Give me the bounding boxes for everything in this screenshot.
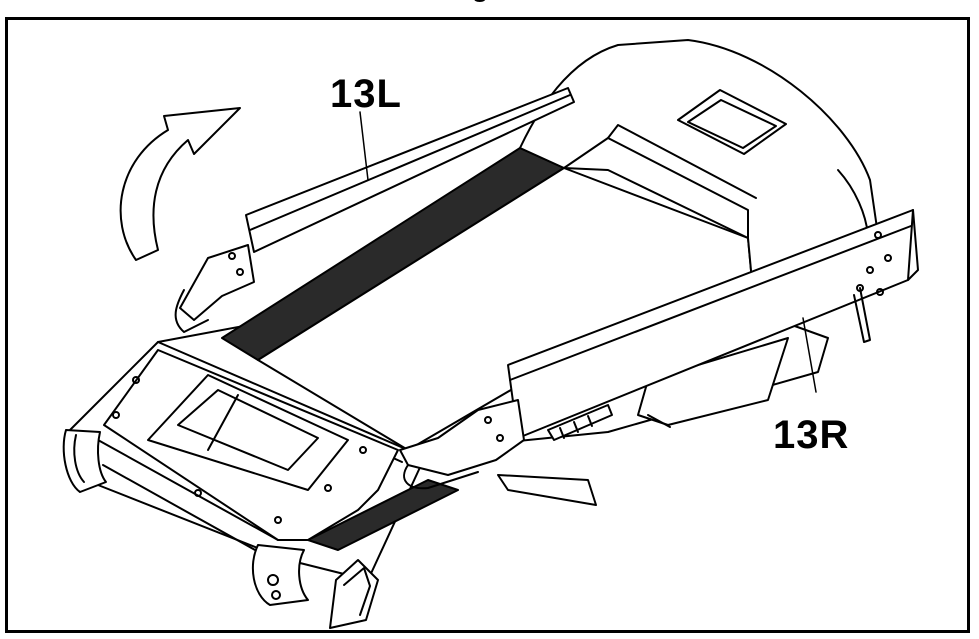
treadmill-drawing	[62, 39, 919, 629]
right-rail-13r	[399, 209, 919, 490]
figure-title: g	[420, 0, 540, 16]
figure-title-text: g	[471, 0, 488, 2]
label-13l: 13L	[330, 72, 402, 116]
left-rail-13l	[174, 87, 575, 333]
figure-frame: 13L 13R	[5, 17, 970, 633]
rotate-arrow-icon	[119, 107, 241, 261]
label-13r: 13R	[773, 413, 850, 457]
foot-platform	[103, 349, 399, 541]
